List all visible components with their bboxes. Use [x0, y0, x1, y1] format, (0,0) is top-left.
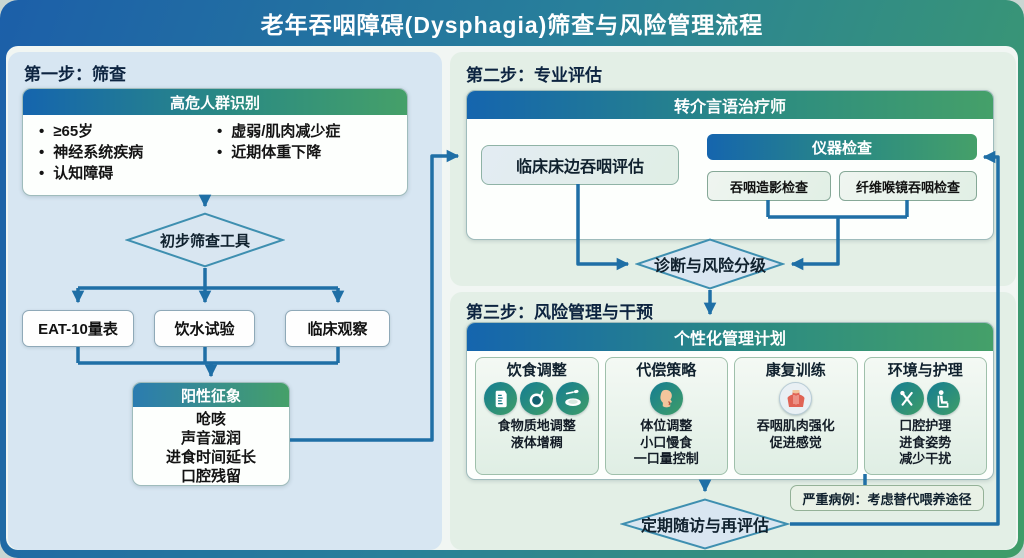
positive-sign-item: 口腔残留 [180, 468, 241, 485]
column-line: 液体增稠 [510, 434, 563, 450]
diagnosis-risk-decision: 诊断与风险分级 [635, 238, 785, 290]
plate-spoon-icon [556, 382, 590, 415]
instrument-exam-title: 仪器检查 [707, 134, 977, 160]
column-icons [649, 382, 683, 415]
high-risk-item: ≥65岁 [39, 121, 217, 142]
column-title: 饮食调整 [506, 362, 567, 379]
column-compensatory-strategies: 代偿策略 体位调整 小口慢食 一口量控制 [604, 357, 728, 475]
step3-label: 第三步：风险管理与干预 [466, 303, 653, 322]
diamond-shape [125, 212, 285, 268]
seated-person-icon [926, 382, 960, 415]
tool-clinical-observation-box: 临床观察 [285, 310, 390, 347]
column-line: 口腔护理 [899, 418, 952, 433]
fees-exam-box: 纤维喉镜吞咽检查 [839, 171, 977, 201]
positive-signs-body: 呛咳 声音湿润 进食时间延长 口腔残留 [133, 407, 289, 485]
screening-tools-decision-label: 初步筛查工具 [159, 232, 250, 250]
high-risk-item: 近期体重下降 [217, 142, 340, 163]
positive-signs-card: 阳性征象 呛咳 声音湿润 进食时间延长 口腔残留 [132, 382, 290, 486]
column-icons [890, 382, 960, 415]
diagnosis-risk-decision-label: 诊断与风险分级 [653, 258, 766, 275]
page-title: 老年吞咽障碍(Dysphagia)筛查与风险管理流程 [260, 12, 764, 38]
management-plan-title: 个性化管理计划 [467, 323, 993, 351]
bedside-assessment-box: 临床床边吞咽评估 [481, 145, 679, 185]
column-diet-adjustment: 饮食调整 食物质地调整 液体增稠 [475, 357, 599, 475]
high-risk-item: 虚弱/肌肉减少症 [217, 121, 340, 142]
column-line: 一口量控制 [633, 451, 699, 466]
column-line: 减少干扰 [899, 451, 952, 466]
referral-card-title: 转介言语治疗师 [467, 91, 993, 119]
high-risk-list-left: ≥65岁 神经系统疾病 认知障碍 [39, 121, 217, 184]
column-line: 食物质地调整 [497, 418, 576, 433]
high-risk-card: 高危人群识别 ≥65岁 神经系统疾病 认知障碍 虚弱/肌肉减少症 近期体重下降 [22, 88, 408, 196]
followup-decision: 定期随访与再评估 [620, 498, 790, 550]
vfss-exam-box: 吞咽造影检查 [707, 171, 831, 201]
diamond-shape [635, 238, 785, 290]
high-risk-list-right: 虚弱/肌肉减少症 近期体重下降 [217, 121, 340, 184]
column-icons [484, 382, 590, 415]
column-title: 环境与护理 [887, 362, 963, 379]
column-line: 吞咽肌肉强化 [756, 418, 835, 433]
bowl-spoon-icon [520, 382, 554, 415]
step2-label: 第二步：专业评估 [466, 66, 602, 85]
column-rehab-training: 康复训练 吞咽肌肉强化 促进感觉 [734, 357, 858, 475]
tool-water-test-box: 饮水试验 [154, 310, 255, 347]
referral-card: 转介言语治疗师 临床床边吞咽评估 仪器检查 吞咽造影检查 纤维喉镜吞咽检查 [466, 90, 994, 240]
column-line: 小口慢食 [640, 434, 693, 450]
screening-tools-decision: 初步筛查工具 [125, 212, 285, 268]
followup-decision-label: 定期随访与再评估 [640, 518, 769, 535]
throat-muscle-icon [779, 382, 813, 415]
head-profile-icon [649, 382, 683, 415]
high-risk-item: 认知障碍 [39, 163, 217, 184]
column-line: 体位调整 [640, 418, 693, 433]
high-risk-card-body: ≥65岁 神经系统疾病 认知障碍 虚弱/肌肉减少症 近期体重下降 [23, 115, 407, 188]
tool-eat10-box: EAT-10量表 [22, 310, 134, 347]
positive-sign-item: 声音湿润 [180, 430, 241, 447]
step1-label: 第一步：筛查 [24, 65, 126, 84]
positive-sign-item: 呛咳 [195, 411, 226, 428]
measuring-cup-icon [484, 382, 518, 415]
diamond-shape [620, 498, 790, 550]
column-title: 康复训练 [765, 362, 826, 379]
positive-signs-title: 阳性征象 [133, 383, 289, 407]
management-plan-card: 个性化管理计划 饮食调整 食物质地调整 液体增稠 代偿策略 体位调整 小口 [466, 322, 994, 480]
high-risk-item: 神经系统疾病 [39, 142, 217, 163]
high-risk-card-title: 高危人群识别 [23, 89, 407, 115]
column-line: 进食姿势 [899, 434, 952, 450]
oral-care-icon [890, 382, 924, 415]
column-line: 促进感觉 [769, 434, 822, 450]
column-icons [779, 382, 813, 415]
severe-case-note: 严重病例：考虑替代喂养途径 [790, 485, 984, 511]
positive-sign-item: 进食时间延长 [165, 449, 256, 466]
column-environment-care: 环境与护理 口腔护理 进食姿势 减少干扰 [863, 357, 987, 475]
plan-columns: 饮食调整 食物质地调整 液体增稠 代偿策略 体位调整 小口慢食 一口量控制 [475, 357, 987, 475]
column-title: 代偿策略 [636, 362, 697, 379]
